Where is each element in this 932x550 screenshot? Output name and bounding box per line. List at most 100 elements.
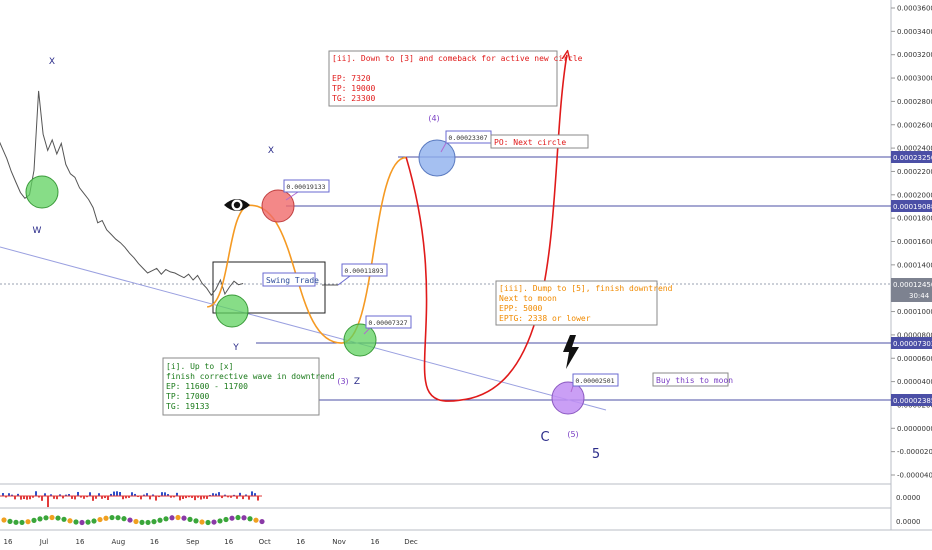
indicator-bar [17,493,19,496]
indicator-dot [169,515,175,521]
indicator-dot [1,517,7,523]
svg-text:finish corrective wave in down: finish corrective wave in downtrend [166,372,335,381]
svg-text:0.00012450: 0.00012450 [893,281,932,289]
svg-text:0.00007303: 0.00007303 [893,340,932,348]
svg-text:[ii]. Down to [3] and comeback: [ii]. Down to [3] and comeback for activ… [332,54,583,63]
indicator-dot [187,516,193,522]
svg-text:30:44: 30:44 [909,292,930,300]
price-tick-label: 0.00034000 [897,28,932,36]
time-tick-label: Nov [332,538,346,546]
time-tick-label: 16 [371,538,380,546]
price-box-label: 0.00023307 [448,134,487,142]
wave-label-w: W [33,226,42,236]
indicator-dot [109,514,115,521]
svg-text:PO: Next circle: PO: Next circle [494,138,566,147]
price-tick-label: 0.00032000 [897,51,932,59]
note-iii: [iii]. Dump to [5], finish downtrend Nex… [495,280,673,326]
price-tick-label: 0.00022000 [897,168,932,176]
indicator-bar [176,492,178,496]
wave-label-z: Z [354,377,360,387]
indicator-bar [203,496,205,499]
indicator-bar [44,493,46,496]
indicator-bar [152,494,154,496]
indicator-bar [47,496,49,508]
price-axis[interactable]: 0.000360000.000340000.000320000.00030000… [891,5,932,480]
indicator-bar [185,496,187,499]
price-tick-label: -0.00004000 [897,472,932,480]
price-tick-label: 0.00030000 [897,75,932,83]
price-box-7327: 0.00007327 [363,315,412,335]
time-tick-label: 16 [76,538,85,546]
indicator-bar [188,496,190,498]
indicator-bar [122,496,124,500]
indicator-bar [56,496,58,500]
svg-text:[i]. Up to [x]: [i]. Up to [x] [166,362,233,371]
indicator-dot [217,518,223,524]
indicator-bar [26,496,28,500]
price-box-label: 0.00007327 [368,319,407,327]
indicator-bar [41,496,43,501]
indicator-dot [55,515,61,521]
indicator-bar [239,492,241,496]
lightning-icon [563,335,579,369]
indicator-bar [101,496,103,499]
wave-label-y: Y [232,343,239,353]
indicator-bar [128,496,130,498]
indicator-bar [212,493,214,496]
wave-label-x1: X [49,57,55,67]
indicator-dot [175,514,181,521]
indicator-bar [23,496,25,499]
level-tag: 0.00023250 [891,151,932,163]
indicator-bar [119,492,121,496]
circle-x [261,189,295,223]
indicator-dot [37,516,43,522]
indicator-dot [79,519,85,526]
indicator-bar [245,494,247,496]
indicator-dot [61,516,67,522]
indicator-bar [164,492,166,496]
trend-line [0,246,607,411]
note-buy: Buy this to moon [652,372,733,387]
indicator-dot [19,519,25,526]
indicator-bar [242,496,244,500]
indicator-dot [163,516,169,522]
level-lines [256,156,891,401]
indicator-bar [20,496,22,500]
indicator-bar [77,491,79,496]
svg-text:TP: 19000: TP: 19000 [332,84,376,93]
indicator-bar [35,491,37,496]
indicator-bar [179,496,181,501]
price-tick-label: -0.00002000 [897,448,932,456]
eye-icon [224,199,250,211]
svg-text:0.00019088: 0.00019088 [893,203,932,211]
svg-text:Buy this to moon: Buy this to moon [656,376,733,385]
indicator-bar [80,496,82,498]
wave-label-4: (4) [428,114,439,123]
svg-text:TG: 23300: TG: 23300 [332,94,376,103]
indicator-bar [248,496,250,500]
indicator-dot [31,517,37,523]
price-box-2501: 0.00002501 [570,373,619,393]
svg-text:[iii]. Dump to [5], finish dow: [iii]. Dump to [5], finish downtrend [499,284,673,293]
svg-text:EP: 7320: EP: 7320 [332,74,371,83]
indicator-bar [161,492,163,496]
indicator-bar [86,496,88,498]
time-tick-label: Oct [259,538,271,546]
indicator-bar [236,496,238,499]
indicator-bar [116,491,118,496]
indicator-bar [254,493,256,496]
indicator-bar [215,493,217,496]
svg-text:Swing Trade: Swing Trade [266,276,319,285]
indicator-dot [145,519,151,526]
indicator-bar [227,496,229,498]
indicator-bar [5,496,7,498]
indicator-bar [125,496,127,499]
wave-label-c: C [540,430,549,445]
current-price-tag: 0.00012450 30:44 [891,278,932,302]
indicator-bar [68,494,70,496]
indicator-dot [211,519,217,525]
indicator-dot [235,514,241,521]
price-box-19133: 0.00019133 [283,179,330,201]
